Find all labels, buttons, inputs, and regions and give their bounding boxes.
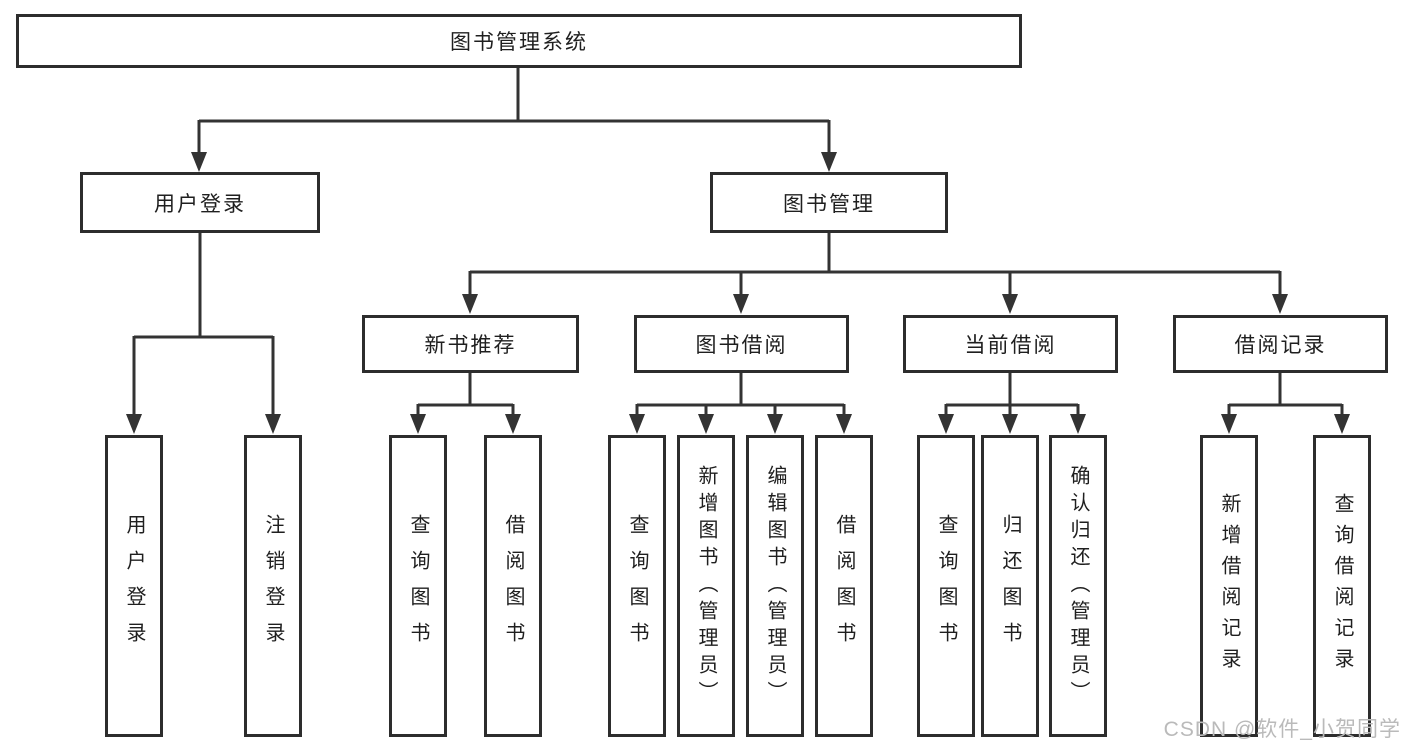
connector-records-children [1227, 373, 1344, 419]
connector-management-to-level3 [468, 233, 1282, 298]
node-borrow-books-recommendation: 借阅图书 [484, 435, 542, 737]
connector-user-login-children [132, 233, 275, 418]
arrowhead-icons [126, 152, 1350, 434]
csdn-watermark: CSDN @软件_小贺同学 [1163, 718, 1401, 741]
node-query-borrow-record: 查询借阅记录 [1313, 435, 1371, 737]
node-query-books-recommendation: 查询图书 [389, 435, 447, 737]
node-add-borrow-record: 新增借阅记录 [1200, 435, 1258, 737]
node-logout: 注销登录 [244, 435, 302, 737]
connector-current-children [944, 373, 1080, 419]
node-borrow-books: 借阅图书 [815, 435, 873, 737]
connector-recommendation-children [416, 373, 515, 419]
node-user-login-leaf: 用户登录 [105, 435, 163, 737]
node-borrowing-records: 借阅记录 [1173, 315, 1388, 373]
node-edit-book-admin: 编辑图书（管理员） [746, 435, 804, 737]
node-return-books: 归还图书 [981, 435, 1039, 737]
node-book-borrowing: 图书借阅 [634, 315, 849, 373]
node-new-book-recommendation: 新书推荐 [362, 315, 579, 373]
node-query-books-borrowing: 查询图书 [608, 435, 666, 737]
node-book-management: 图书管理 [710, 172, 948, 233]
node-confirm-return-admin: 确认归还（管理员） [1049, 435, 1107, 737]
node-user-login: 用户登录 [80, 172, 320, 233]
connector-root-to-level2 [197, 68, 831, 156]
node-query-books-current: 查询图书 [917, 435, 975, 737]
connector-borrowing-children [635, 373, 846, 419]
node-library-management-system: 图书管理系统 [16, 14, 1022, 68]
node-add-book-admin: 新增图书（管理员） [677, 435, 735, 737]
node-current-borrowing: 当前借阅 [903, 315, 1118, 373]
